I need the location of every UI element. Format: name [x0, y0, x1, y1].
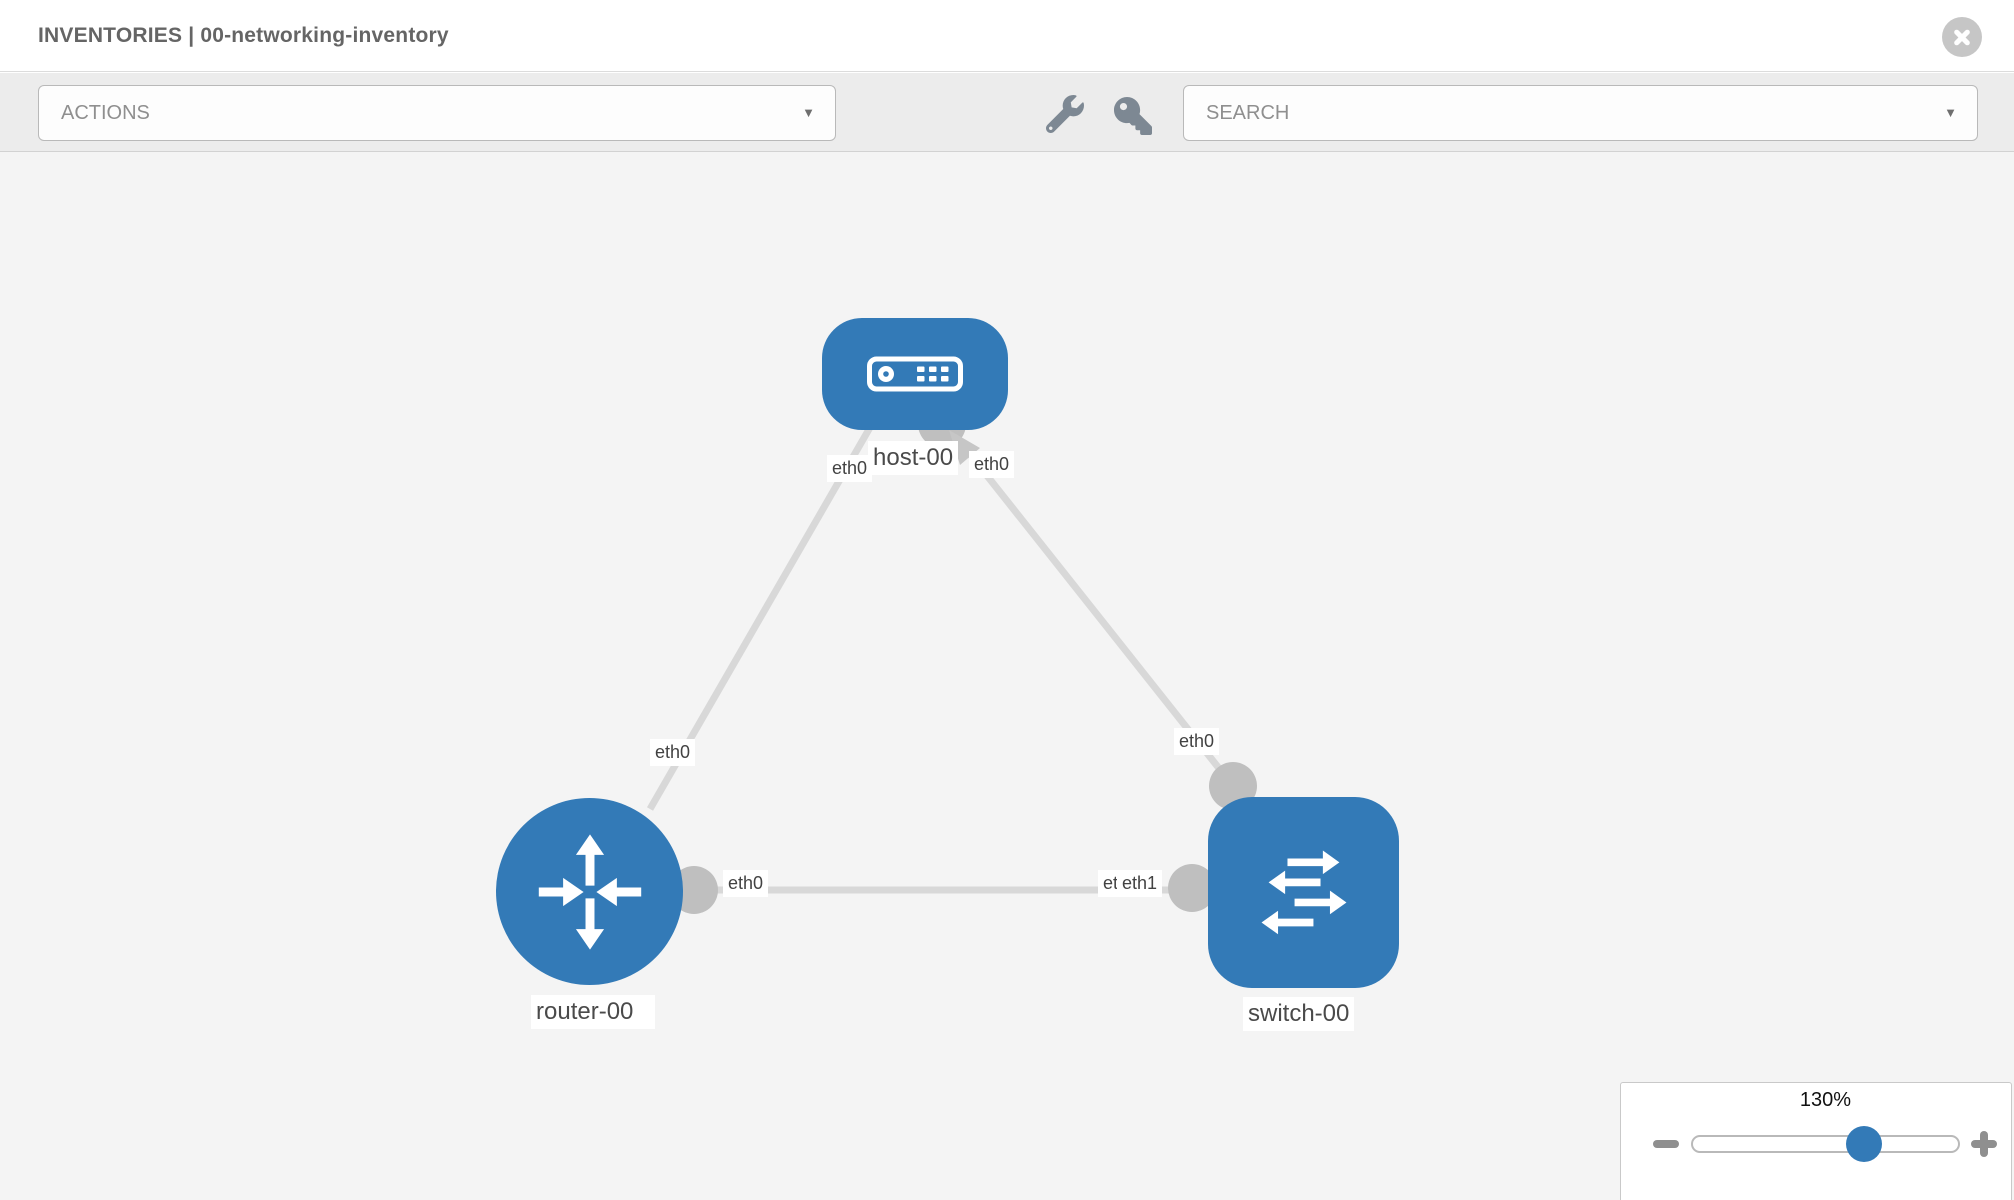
- zoom-panel: 130%: [1620, 1082, 2012, 1200]
- port-switch-left[interactable]: [1168, 864, 1216, 912]
- interface-label: eth1: [1117, 870, 1163, 897]
- topology-canvas[interactable]: host-00 router-00 switch-00 eth0 eth0 et…: [0, 152, 2014, 1200]
- node-label-host: host-00: [868, 441, 959, 475]
- interface-label: eth0: [969, 451, 1015, 478]
- link-arrowhead: [949, 430, 980, 465]
- key-icon[interactable]: [1114, 97, 1152, 135]
- links-layer: [646, 400, 1257, 914]
- header: INVENTORIES | 00-networking-inventory: [0, 0, 2014, 72]
- key-icon-glyph: [1114, 97, 1152, 135]
- wrench-icon[interactable]: [1045, 95, 1084, 134]
- zoom-slider-track[interactable]: [1691, 1135, 1960, 1153]
- node-router-00[interactable]: [496, 798, 683, 985]
- close-icon[interactable]: [1942, 17, 1982, 57]
- host-icon: [867, 356, 963, 392]
- zoom-in-icon[interactable]: [1971, 1131, 1997, 1157]
- chevron-down-icon: ▼: [802, 105, 815, 120]
- actions-dropdown-label: ACTIONS: [61, 102, 150, 124]
- link-host-switch[interactable]: [943, 421, 1236, 789]
- interface-label: eth0: [723, 870, 769, 897]
- toolbar: ACTIONS ▼ SEARCH ▼: [0, 73, 2014, 152]
- node-switch-00[interactable]: [1208, 797, 1399, 988]
- interface-label: eth0: [650, 739, 696, 766]
- node-label-switch: switch-00: [1243, 997, 1355, 1031]
- actions-dropdown[interactable]: ACTIONS ▼: [38, 85, 836, 141]
- node-host-00[interactable]: [822, 318, 1008, 430]
- zoom-slider-thumb[interactable]: [1846, 1126, 1882, 1162]
- zoom-out-icon[interactable]: [1653, 1140, 1679, 1148]
- page-title: INVENTORIES | 00-networking-inventory: [38, 24, 449, 47]
- zoom-level: 130%: [1799, 1089, 1852, 1111]
- node-label-router: router-00: [531, 995, 656, 1029]
- interface-label: eth0: [1174, 728, 1220, 755]
- router-icon: [538, 833, 641, 950]
- search-dropdown-label: SEARCH: [1206, 102, 1290, 124]
- chevron-down-icon: ▼: [1944, 105, 1957, 120]
- wrench-icon-glyph: [1045, 95, 1084, 134]
- switch-icon: [1261, 850, 1346, 934]
- search-dropdown[interactable]: SEARCH ▼: [1183, 85, 1978, 141]
- interface-label: eth0: [827, 455, 873, 482]
